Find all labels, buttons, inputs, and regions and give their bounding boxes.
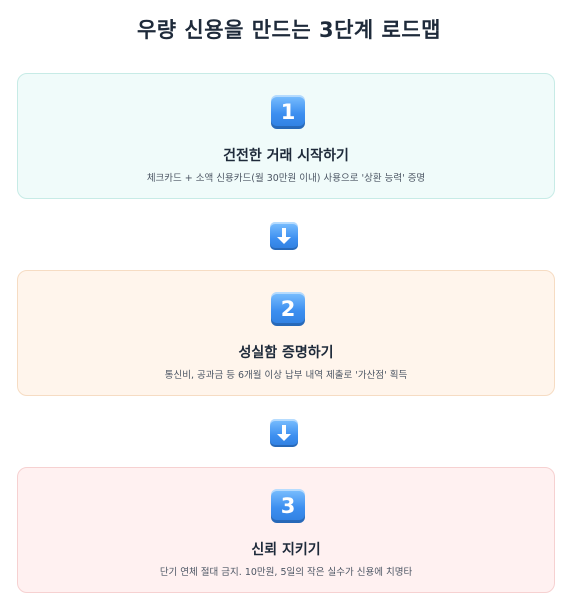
number-2-icon: 2 — [271, 292, 305, 326]
step-card-1: 1 건전한 거래 시작하기 체크카드 + 소액 신용카드(월 30만원 이내) … — [17, 73, 555, 199]
step-card-3: 3 신뢰 지키기 단기 연체 절대 금지. 10만원, 5일의 작은 실수가 신… — [17, 467, 555, 593]
page-title: 우량 신용을 만드는 3단계 로드맵 — [136, 18, 441, 42]
step-title-2: 성실함 증명하기 — [238, 345, 334, 361]
step-description-2: 통신비, 공과금 등 6개월 이상 납부 내역 제출로 '가산점' 획득 — [164, 370, 408, 381]
step-title-1: 건전한 거래 시작하기 — [223, 148, 349, 164]
number-3-icon: 3 — [271, 489, 305, 523]
step-title-3: 신뢰 지키기 — [251, 542, 321, 558]
number-1-icon: 1 — [271, 95, 305, 129]
down-arrow-icon — [270, 419, 298, 447]
step-card-2: 2 성실함 증명하기 통신비, 공과금 등 6개월 이상 납부 내역 제출로 '… — [17, 270, 555, 396]
step-description-3: 단기 연체 절대 금지. 10만원, 5일의 작은 실수가 신용에 치명타 — [159, 567, 413, 578]
step-description-1: 체크카드 + 소액 신용카드(월 30만원 이내) 사용으로 '상환 능력' 증… — [146, 173, 426, 184]
down-arrow-icon — [270, 222, 298, 250]
